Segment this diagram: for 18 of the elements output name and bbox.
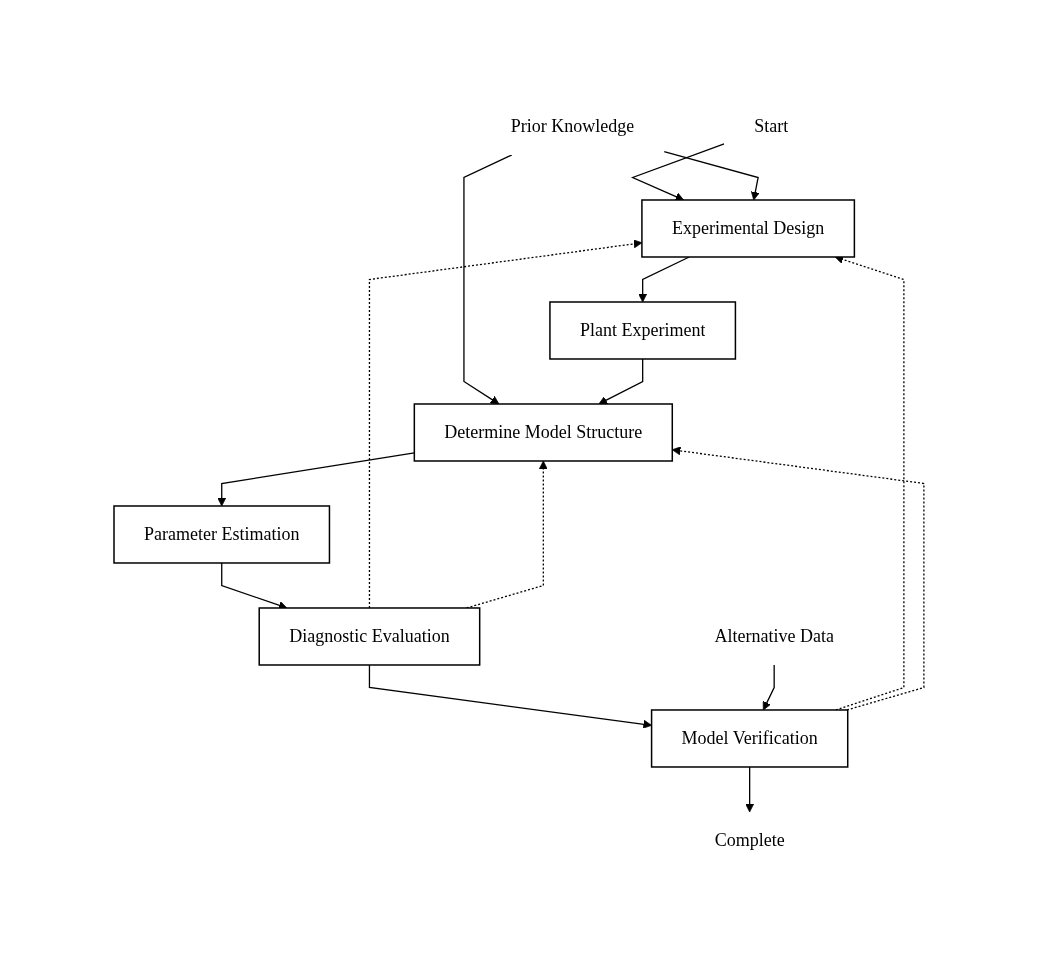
node-text: Start bbox=[754, 116, 789, 136]
arrow bbox=[638, 256, 690, 303]
arrow bbox=[598, 358, 644, 405]
node-box: Parameter Estimation bbox=[113, 505, 331, 564]
node-box: Experimental Design bbox=[641, 199, 856, 258]
arrow bbox=[762, 664, 775, 711]
node-box: Diagnostic Evaluation bbox=[258, 607, 481, 666]
arrow bbox=[663, 151, 760, 201]
arrow bbox=[745, 766, 755, 813]
node-box: Plant Experiment bbox=[549, 301, 737, 360]
node-text: Complete bbox=[714, 829, 785, 850]
node-text: Alternative Data bbox=[714, 625, 834, 646]
node-box: Model Verification bbox=[650, 709, 849, 768]
node-text: Prior Knowledge bbox=[510, 116, 635, 136]
arrow bbox=[463, 154, 513, 405]
arrow bbox=[368, 239, 643, 609]
node-box: Determine Model Structure bbox=[413, 403, 674, 462]
arrow bbox=[631, 143, 725, 201]
